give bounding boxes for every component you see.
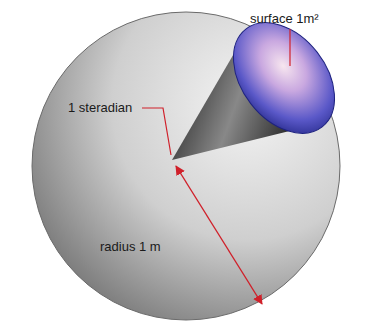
radius-arrow xyxy=(176,166,262,304)
angle-label: 1 steradian xyxy=(68,101,132,115)
leader-line xyxy=(142,108,171,155)
radius-label: radius 1 m xyxy=(100,240,161,254)
leader-line xyxy=(289,29,290,66)
surface-cap xyxy=(213,3,356,152)
surface-label: surface 1m² xyxy=(250,12,319,26)
